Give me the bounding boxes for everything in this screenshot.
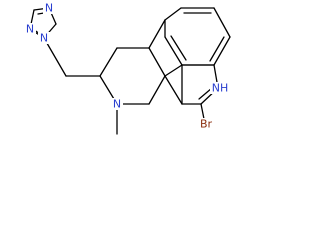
svg-text:N: N xyxy=(26,23,34,36)
atom-label-triazole-n4: N xyxy=(43,2,55,15)
atom-label-piperidine-n: N xyxy=(111,98,123,111)
svg-text:N: N xyxy=(45,2,53,15)
atom-label-bromine: Br xyxy=(197,118,215,131)
c-ring xyxy=(148,19,202,105)
methylene-linker xyxy=(43,37,101,77)
svg-text:NH: NH xyxy=(212,82,229,95)
atom-label-triazole-n2: N xyxy=(24,23,36,36)
benzene-ring xyxy=(164,7,231,66)
svg-text:N: N xyxy=(40,32,48,45)
atom-label-triazole-n1: N xyxy=(38,32,50,45)
svg-text:N: N xyxy=(113,98,121,111)
svg-text:Br: Br xyxy=(200,118,213,131)
atom-label-indole-nh: NH xyxy=(210,82,230,95)
molecule-structure-diagram: N N N N NH Br xyxy=(24,2,231,135)
piperidine-ring xyxy=(99,47,166,105)
